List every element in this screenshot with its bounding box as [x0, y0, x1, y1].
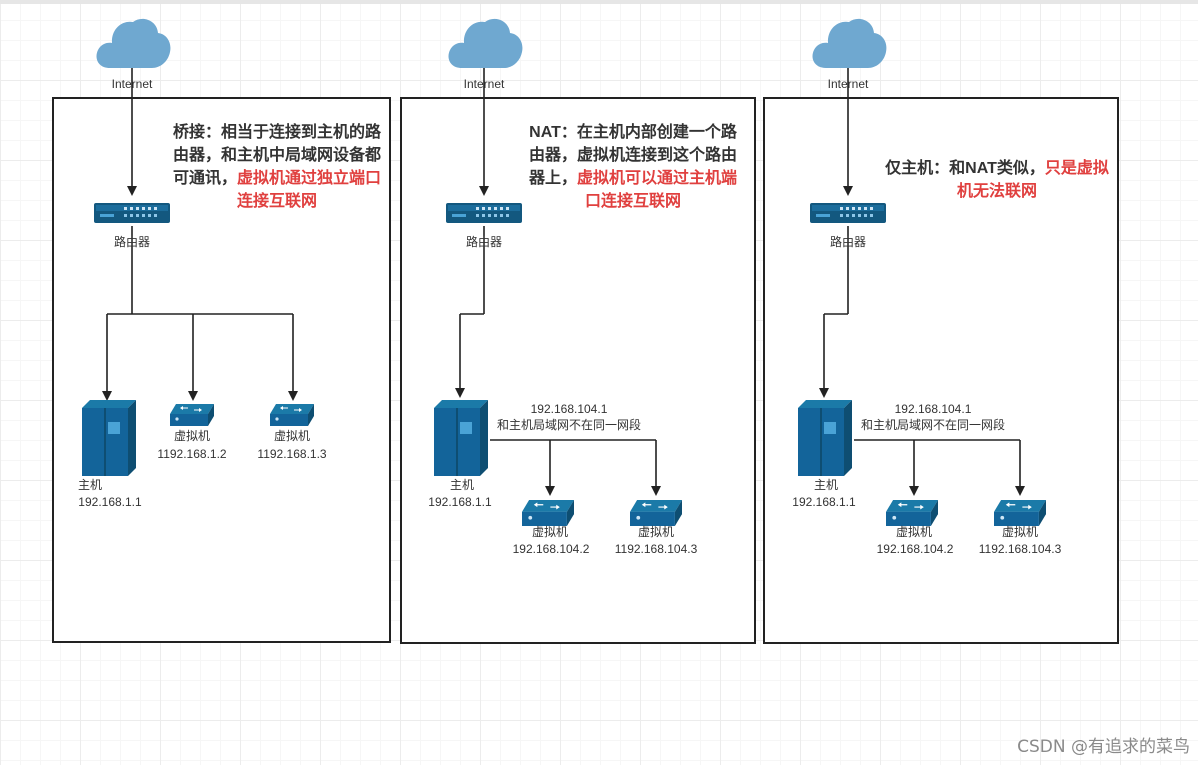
bridge-description: 桥接：相当于连接到主机的路由器，和主机中局域网设备都可通讯，虚拟机通过独立端口连… — [170, 121, 384, 213]
description-plain-text: 仅主机：和NAT类似， — [885, 160, 1045, 177]
host-name-label: 主机 — [77, 478, 102, 492]
description-plain-text: NAT：在主机内部创建一个路由器，虚拟机连接到这个路由器上， — [528, 124, 737, 187]
cloud-icon — [96, 18, 171, 68]
switch-icon — [630, 500, 682, 526]
internet-label: Internet — [111, 77, 153, 91]
switch-icon — [994, 500, 1046, 526]
gateway-ip-label: 192.168.104.1 — [894, 402, 972, 416]
vm1-ip-label: 1192.168.1.2 — [157, 447, 227, 461]
router-label: 路由器 — [829, 235, 866, 249]
switch-icon — [886, 500, 938, 526]
vm2-ip-label: 1192.168.1.3 — [257, 447, 327, 461]
nat-description: NAT：在主机内部创建一个路由器，虚拟机连接到这个路由器上，虚拟机可以通过主机端… — [522, 121, 744, 213]
server-icon — [82, 400, 136, 476]
gateway-ip-label: 192.168.104.1 — [530, 402, 608, 416]
vm1-name-label: 虚拟机 — [895, 525, 932, 539]
router-icon — [446, 203, 522, 223]
vm2-name-label: 虚拟机 — [1001, 525, 1038, 539]
host-ip-label: 192.168.1.1 — [78, 495, 142, 509]
vm2-name-label: 虚拟机 — [637, 525, 674, 539]
vm2-ip-label: 1192.168.104.3 — [614, 542, 698, 556]
host-ip-label: 192.168.1.1 — [792, 495, 856, 509]
cloud-icon — [812, 18, 887, 68]
description-highlight-text: 只是虚拟机无法联网 — [956, 160, 1109, 200]
switch-icon — [270, 404, 314, 426]
bridge-panel — [52, 97, 391, 643]
router-label: 路由器 — [465, 235, 502, 249]
router-icon — [810, 203, 886, 223]
host-name-label: 主机 — [449, 478, 474, 492]
description-plain-text: 桥接：相当于连接到主机的路由器，和主机中局域网设备都可通讯， — [172, 124, 381, 187]
server-icon — [434, 400, 488, 476]
internet-label: Internet — [463, 77, 505, 91]
vm2-ip-label: 1192.168.104.3 — [978, 542, 1062, 556]
host-only-description: 仅主机：和NAT类似，只是虚拟机无法联网 — [884, 157, 1110, 203]
gateway-note-label: 和主机局域网不在同一网段 — [860, 418, 1005, 432]
router-icon — [94, 203, 170, 223]
cloud-icon — [448, 18, 523, 68]
server-icon — [798, 400, 852, 476]
switch-icon — [170, 404, 214, 426]
gateway-note-label: 和主机局域网不在同一网段 — [496, 418, 641, 432]
internet-label: Internet — [827, 77, 869, 91]
description-highlight-text: 虚拟机可以通过主机端口连接互联网 — [577, 170, 738, 210]
vm1-ip-label: 192.168.104.2 — [876, 542, 954, 556]
switch-icon — [522, 500, 574, 526]
vm1-ip-label: 192.168.104.2 — [512, 542, 590, 556]
host-only-panel — [763, 97, 1119, 644]
vm1-name-label: 虚拟机 — [531, 525, 568, 539]
description-highlight-text: 虚拟机通过独立端口连接互联网 — [236, 170, 382, 210]
top-scrollbar-strip — [0, 0, 1198, 4]
csdn-watermark: CSDN @有追求的菜鸟 — [1017, 737, 1190, 757]
vm2-name-label: 虚拟机 — [273, 429, 310, 443]
router-label: 路由器 — [113, 235, 150, 249]
host-ip-label: 192.168.1.1 — [428, 495, 492, 509]
host-name-label: 主机 — [813, 478, 838, 492]
vm1-name-label: 虚拟机 — [173, 429, 210, 443]
